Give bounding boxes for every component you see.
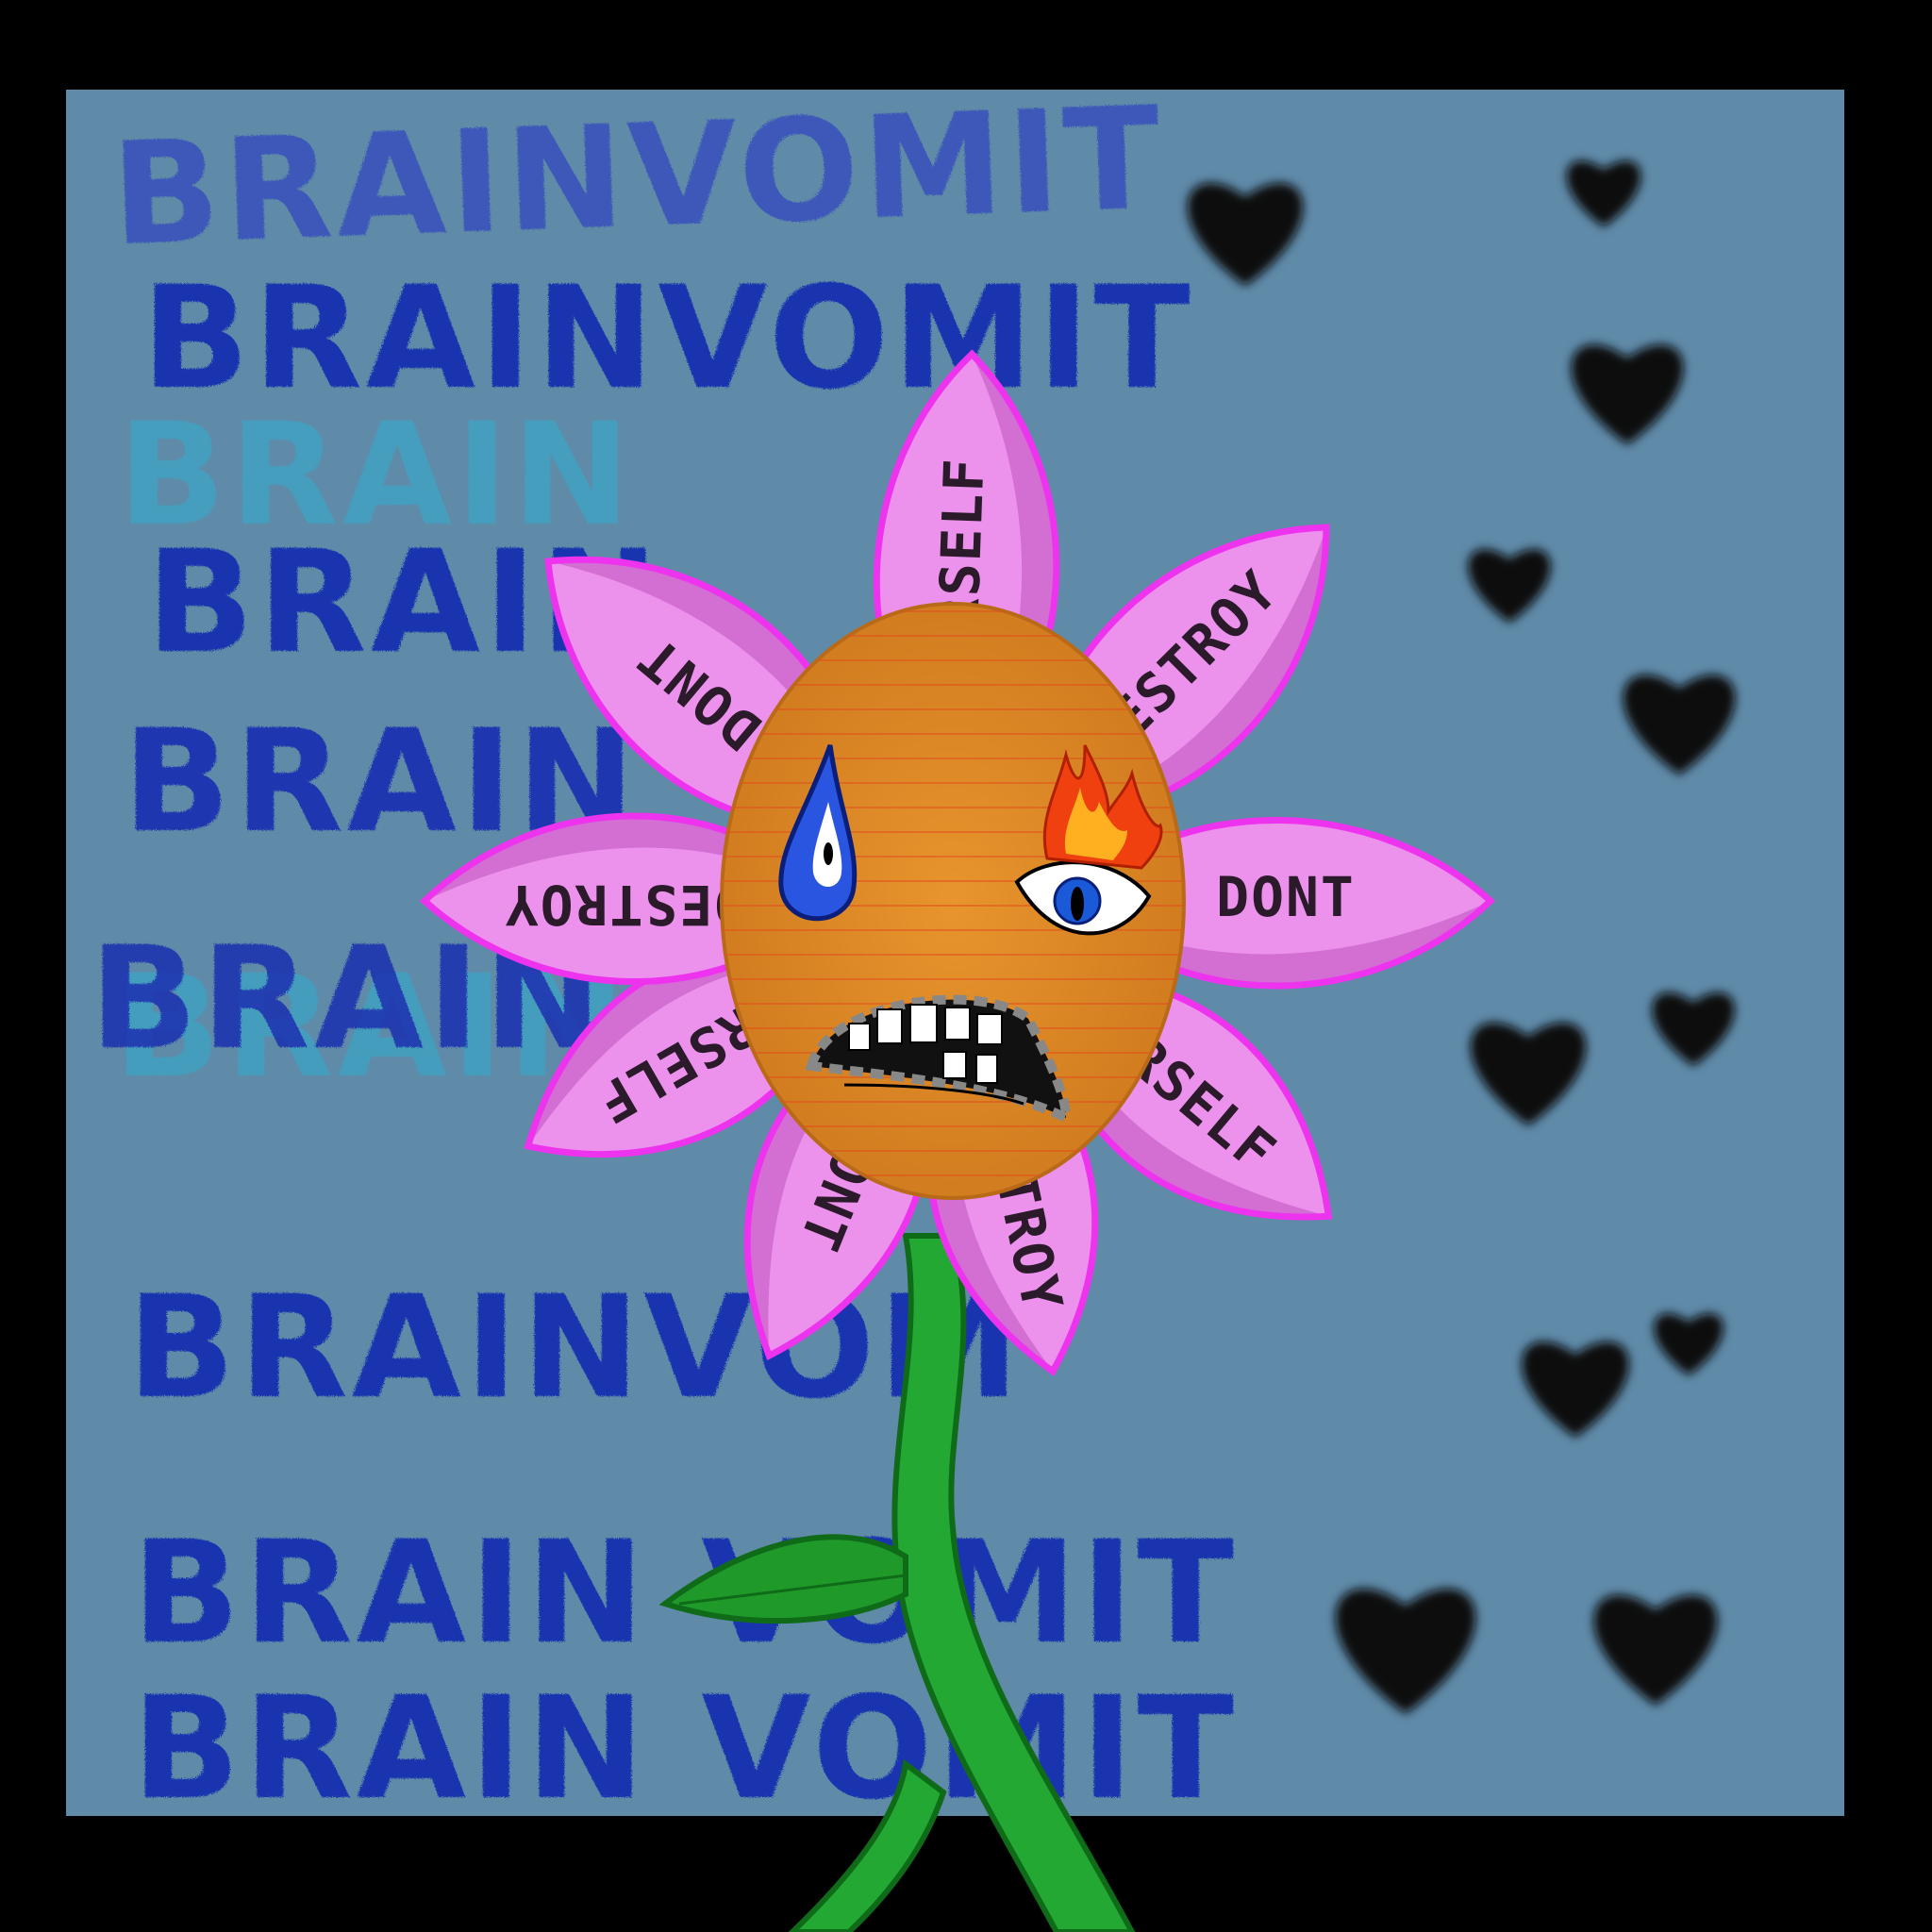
heart-icon [1468, 549, 1551, 623]
heart-icon [1335, 1589, 1476, 1714]
petal-word-2: DONT [1216, 865, 1356, 929]
right-eye [1014, 860, 1152, 936]
mouth [805, 994, 1072, 1126]
hearts-group [1187, 160, 1736, 1714]
scrawl-line-7: BRAIN VOMIT [132, 1667, 1238, 1831]
heart-icon [1470, 1023, 1587, 1125]
scrawl-line-2: BRAIN [118, 393, 634, 558]
leaf [658, 1534, 908, 1624]
heart-icon [1623, 675, 1736, 775]
stem [658, 1233, 1136, 1932]
heart-icon [1566, 160, 1641, 227]
heart-icon [1654, 1313, 1724, 1375]
petal-word-7: DESTROY [504, 873, 747, 937]
heart-icon [1522, 1341, 1629, 1438]
scrawl-line-1: BRAINVOMIT [142, 257, 1194, 421]
heart-icon [1593, 1594, 1718, 1706]
heart-icon [1187, 183, 1304, 286]
scrawl-line-5: BRAINVOM [127, 1266, 1024, 1430]
heart-icon [1652, 992, 1735, 1066]
flower-face-icon [720, 602, 1186, 1200]
scrawl-line-0: BRAINVOMIT [109, 76, 1167, 277]
teardrop-icon [778, 744, 858, 922]
flame-icon [1042, 744, 1163, 870]
scrawl-line-8: BRAIN [113, 945, 629, 1109]
background-scrawl: BRAINVOMIT BRAINVOMIT BRAIN BRAIN BRAIN … [90, 76, 1238, 1831]
heart-icon [1571, 344, 1684, 445]
